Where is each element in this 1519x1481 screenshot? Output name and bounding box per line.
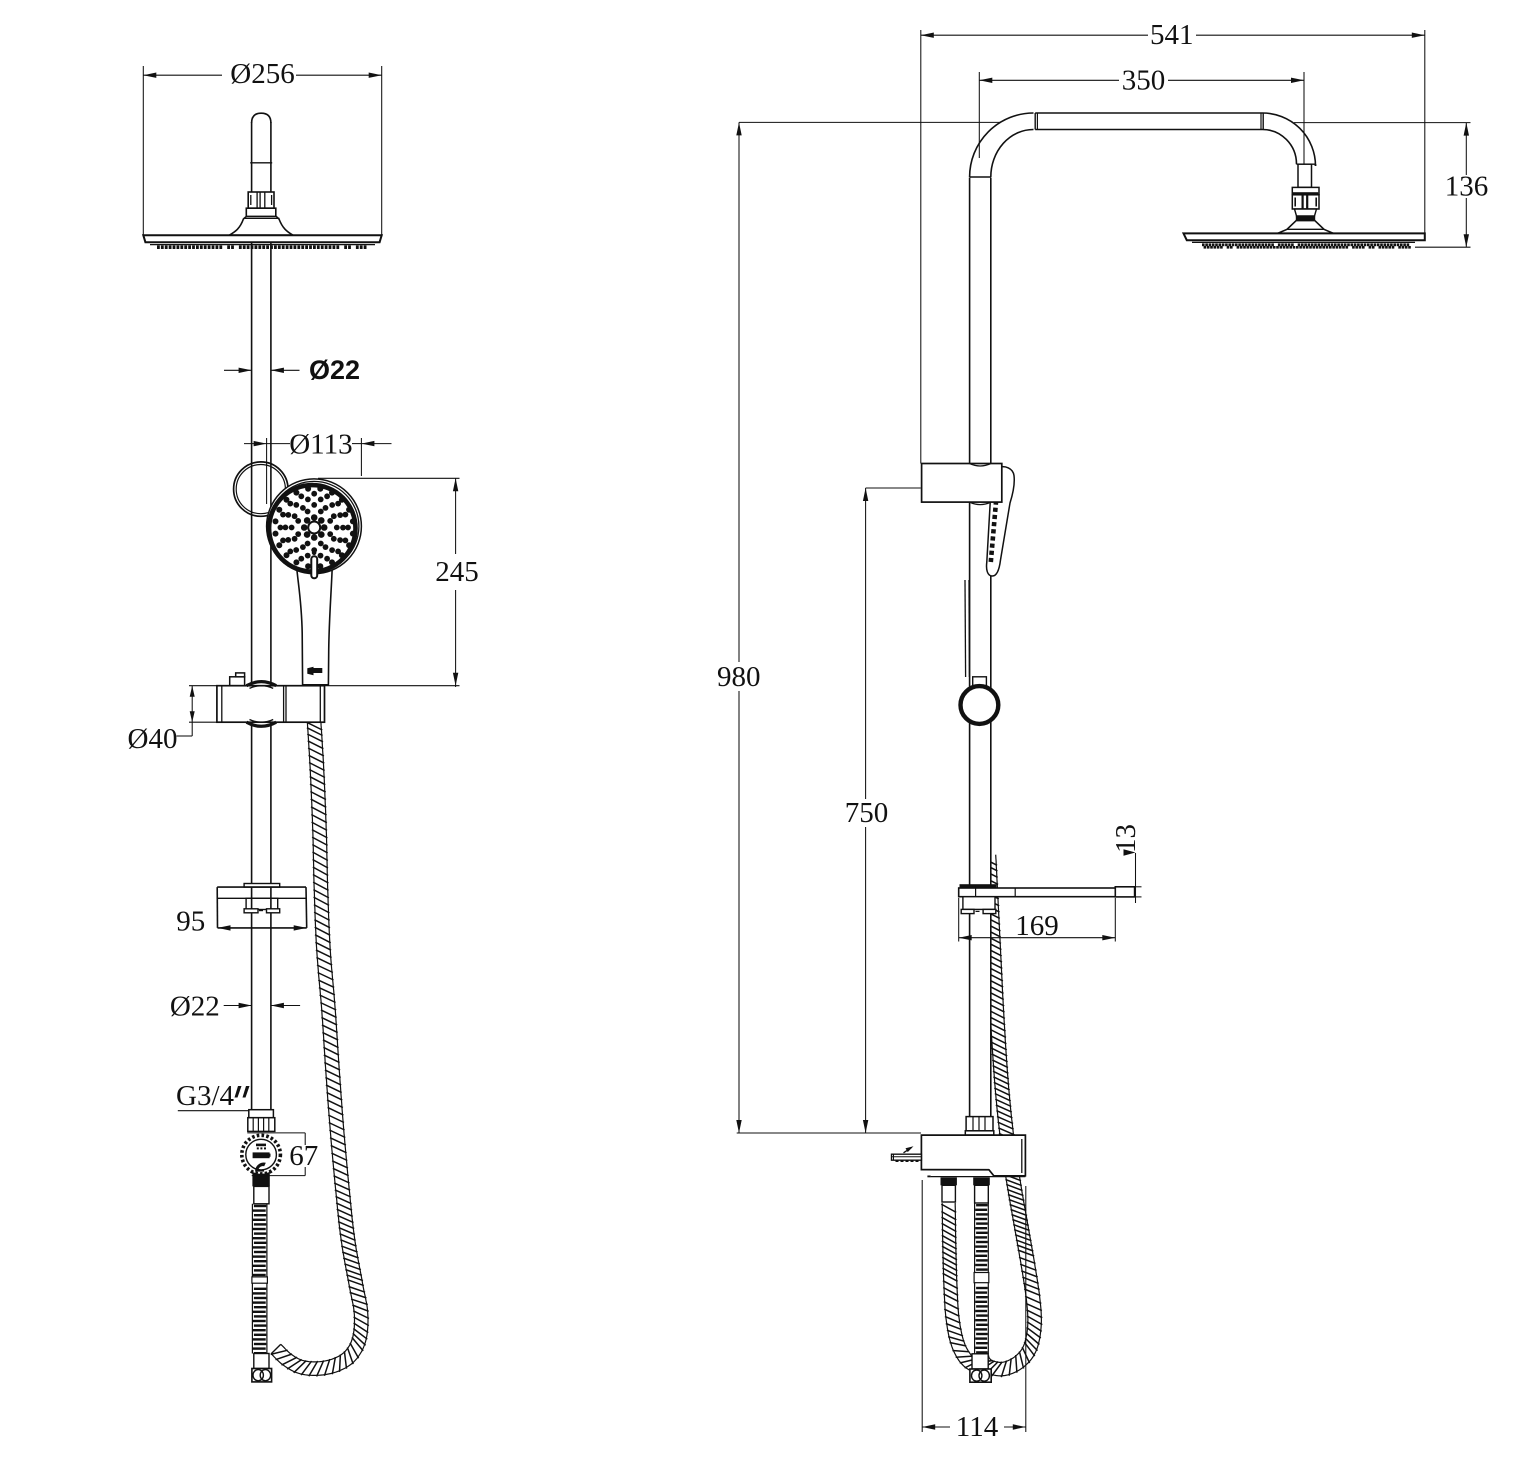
svg-text:67: 67 xyxy=(289,1140,318,1172)
svg-text:750: 750 xyxy=(845,797,889,829)
svg-text:Ø22: Ø22 xyxy=(170,990,220,1022)
svg-text:350: 350 xyxy=(1122,64,1166,96)
svg-text:95: 95 xyxy=(176,905,205,937)
svg-text:Ø22: Ø22 xyxy=(309,355,360,385)
svg-text:541: 541 xyxy=(1150,19,1194,51)
svg-text:Ø40: Ø40 xyxy=(128,723,178,755)
svg-text:114: 114 xyxy=(956,1411,999,1443)
svg-text:245: 245 xyxy=(435,556,479,588)
svg-text:Ø113: Ø113 xyxy=(289,429,352,461)
svg-text:13: 13 xyxy=(1110,824,1142,853)
svg-text:136: 136 xyxy=(1445,171,1489,203)
svg-text:980: 980 xyxy=(717,661,761,693)
svg-text:G3/4: G3/4 xyxy=(176,1080,235,1112)
svg-text:Ø256: Ø256 xyxy=(230,58,294,90)
svg-text:169: 169 xyxy=(1015,910,1059,942)
